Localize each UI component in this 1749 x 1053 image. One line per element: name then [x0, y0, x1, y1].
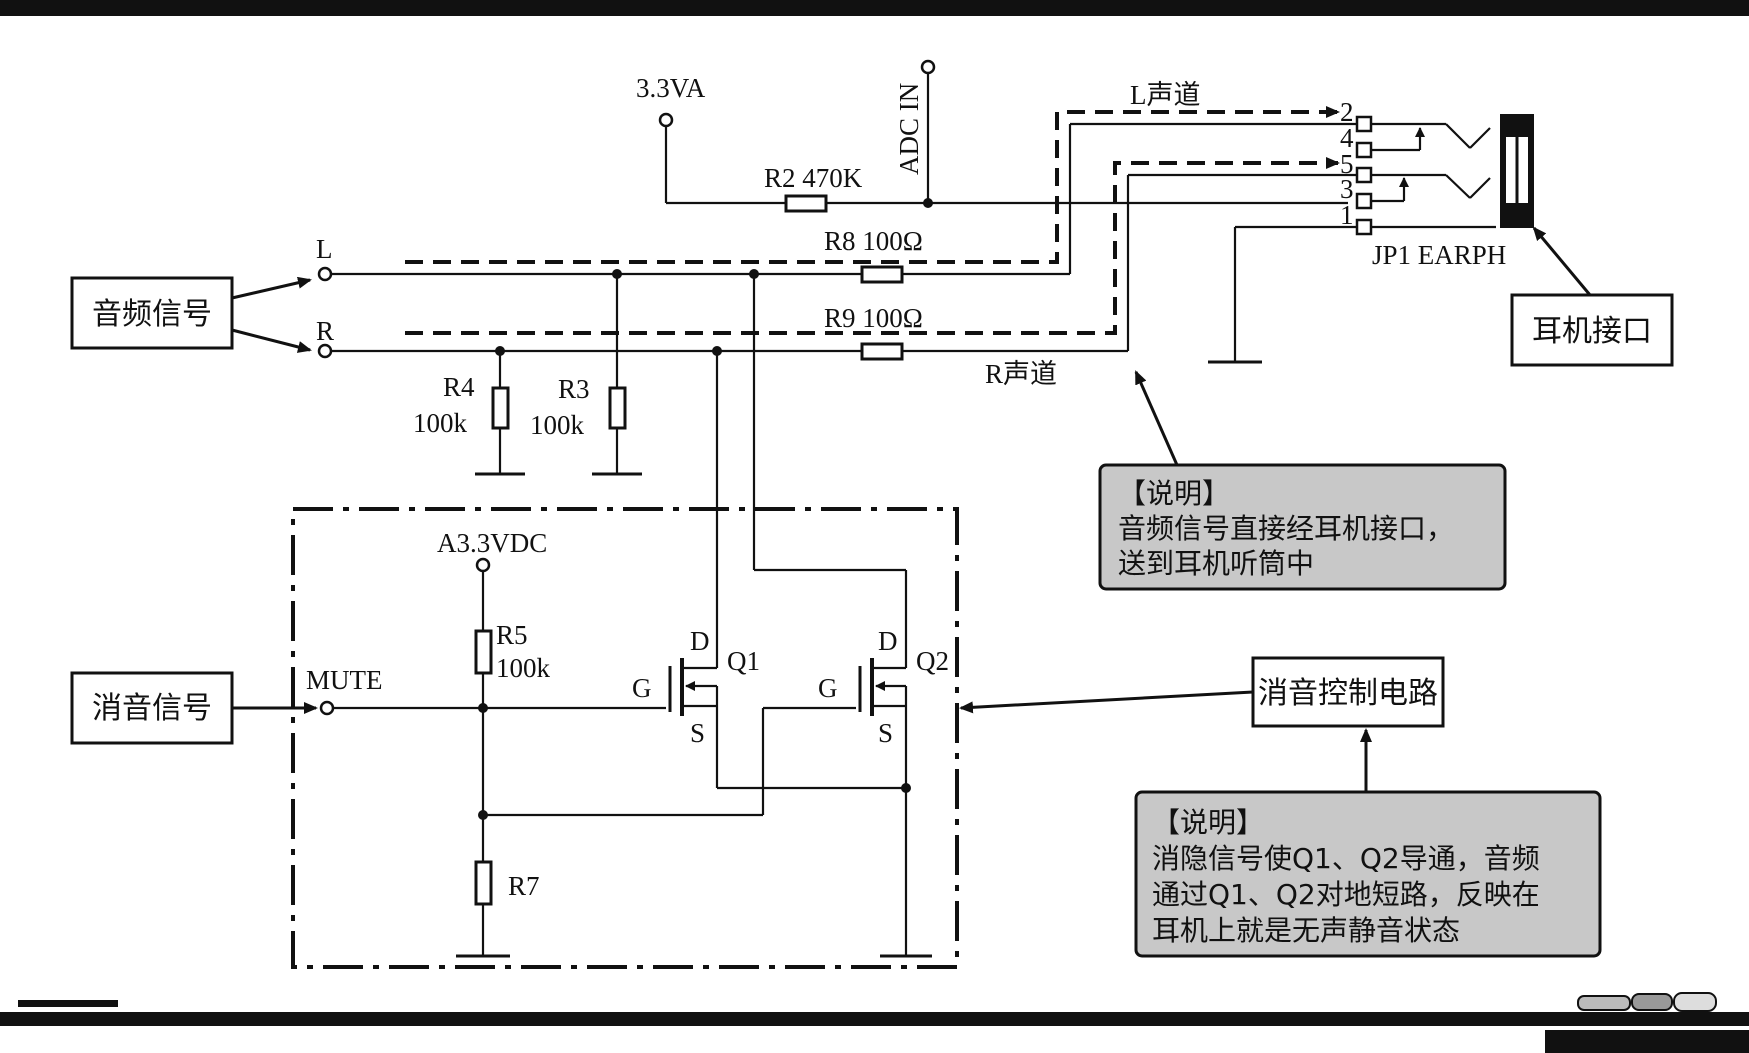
junction-dot [923, 198, 933, 208]
earphone-plug-icon [1500, 114, 1534, 228]
r5-label: R5 [496, 620, 528, 650]
pin-number: 4 [1340, 123, 1354, 153]
bottom-border-bar [0, 1012, 1749, 1026]
q2-drain-label: D [878, 626, 898, 656]
r2-label: R2 470K [764, 163, 863, 193]
l-input-terminal [317, 266, 333, 282]
jp1-label: JP1 EARPH [1372, 240, 1506, 270]
note1-title: 【说明】 [1118, 477, 1230, 510]
bottom-left-mark [18, 1000, 118, 1007]
r5-value: 100k [496, 653, 551, 683]
note1-line: 送到耳机听筒中 [1118, 547, 1314, 580]
r7-label: R7 [508, 871, 540, 901]
pin-number: 3 [1340, 174, 1354, 204]
mute-circuit-text: 消音控制电路 [1258, 676, 1438, 711]
r4-branch [475, 346, 525, 476]
bias-network [658, 59, 1348, 213]
r3-label: R3 [558, 374, 590, 404]
q2-source-label: S [878, 718, 893, 748]
jp1-connector [1355, 115, 1496, 236]
va33-label: 3.3VA [636, 73, 706, 103]
q2-gate-label: G [818, 673, 838, 703]
note2-title: 【说明】 [1152, 806, 1264, 839]
q1-drain-label: D [690, 626, 710, 656]
r4-value: 100k [413, 408, 468, 438]
r-channel-label: R声道 [985, 359, 1057, 389]
mute-signal-text: 消音信号 [92, 691, 212, 726]
input-l-label: L [316, 234, 333, 264]
a33vdc-terminal [475, 557, 491, 573]
top-border-bar [0, 0, 1749, 16]
r4-resistor [491, 386, 510, 430]
q2-mosfet [858, 658, 932, 958]
va33-terminal [658, 112, 674, 128]
adc-in-label: ADC IN [894, 83, 924, 175]
mute-control-frame [291, 507, 959, 969]
pin-number: 5 [1340, 149, 1354, 179]
signal-path-l [405, 106, 1340, 264]
r3-resistor [608, 386, 627, 430]
r3-value: 100k [530, 410, 585, 440]
drain-wires [712, 269, 908, 660]
note2-line: 耳机上就是无声静音状态 [1152, 914, 1460, 947]
r8-resistor [860, 265, 904, 284]
pin-number: 1 [1340, 200, 1354, 230]
bottom-right-mark [1545, 1030, 1749, 1053]
audio-signal-text: 音频信号 [92, 297, 212, 332]
a33vdc-label: A3.3VDC [437, 528, 547, 558]
pin-number: 2 [1340, 97, 1354, 127]
earphone-jack-box: 耳机接口 [1510, 293, 1674, 367]
q1-label: Q1 [727, 646, 760, 676]
q1-source-label: S [690, 718, 705, 748]
note-box-2: 【说明】 消隐信号使Q1、Q2导通，音频 通过Q1、Q2对地短路，反映在 耳机上… [1134, 790, 1602, 958]
audio-signal-box: 音频信号 [70, 276, 234, 350]
book-logo-mark [1577, 992, 1717, 1012]
r2-resistor [784, 194, 828, 213]
mute-terminal [319, 700, 335, 716]
r5-resistor [474, 629, 493, 675]
note-box-1: 【说明】 音频信号直接经耳机接口， 送到耳机听筒中 [1098, 463, 1507, 591]
input-r-label: R [316, 316, 334, 346]
l-channel-label: L声道 [1130, 80, 1201, 110]
q2-label: Q2 [916, 646, 949, 676]
r9-label: R9 100Ω [824, 303, 923, 333]
r-input-terminal [317, 343, 333, 359]
r8-label: R8 100Ω [824, 226, 923, 256]
r4-label: R4 [443, 372, 475, 402]
q1-gate-label: G [632, 673, 652, 703]
q1-mosfet [668, 658, 906, 790]
note1-line: 音频信号直接经耳机接口， [1118, 512, 1454, 545]
r7-resistor [474, 860, 493, 906]
mute-signal-box: 消音信号 [70, 671, 234, 745]
r9-resistor [860, 342, 904, 361]
note2-line: 通过Q1、Q2对地短路，反映在 [1152, 878, 1540, 911]
earphone-jack-text: 耳机接口 [1532, 314, 1652, 349]
audio-lines [317, 122, 1357, 364]
mute-circuit-box: 消音控制电路 [1251, 656, 1445, 728]
adc-in-terminal [920, 59, 936, 75]
mute-network [319, 557, 856, 958]
mute-label: MUTE [306, 665, 383, 695]
r3-branch [592, 269, 642, 476]
pin-numbers: 2 4 5 3 1 [1340, 97, 1354, 230]
signal-path-r [405, 157, 1340, 335]
note2-line: 消隐信号使Q1、Q2导通，音频 [1152, 842, 1540, 875]
